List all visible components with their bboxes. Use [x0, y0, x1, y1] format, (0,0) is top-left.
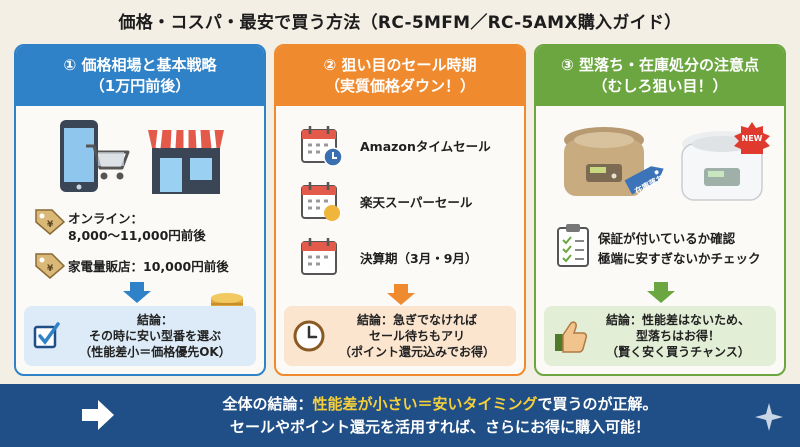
outlet-panel-header: ③ 型落ち・在庫処分の注意点 （むしろ狙い目！）	[536, 46, 784, 106]
new-badge-icon: NEW	[734, 122, 770, 154]
clearance-tag-icon: 在庫落ち	[624, 166, 666, 196]
arrow-right-icon	[82, 400, 114, 430]
online-price: 8,000〜11,000円前後	[68, 228, 206, 243]
clock-icon	[293, 320, 325, 352]
price-header-line2: （1万円前後）	[89, 77, 191, 95]
calendar-icon	[301, 238, 337, 275]
storefront-icon	[148, 129, 224, 194]
rice-cooker-icon	[564, 127, 644, 196]
overall-conclusion-line1: 全体の結論：性能差が小さい＝安いタイミングで買うのが正解。	[222, 393, 657, 416]
price-conclusion-line3: （性能差小＝価格優先OK）	[79, 345, 231, 359]
online-label: オンライン：	[68, 211, 144, 226]
outlet-conclusion-line3: （賢く安く買うチャンス）	[606, 345, 750, 359]
sale-item-fiscal: 決算期（3月・9月）	[300, 236, 477, 280]
outlet-conclusion-line1: 結論：性能差はないため、	[605, 313, 750, 327]
checkbox-icon	[33, 322, 60, 349]
outlet-conclusion: 結論：性能差はないため、 型落ちはお得！ （賢く安く買うチャンス）	[544, 306, 776, 366]
svg-text:¥: ¥	[47, 264, 54, 274]
check-too-cheap: 極端に安すぎないかチェック	[598, 251, 761, 266]
calendar-icon	[301, 182, 340, 221]
store-price: 家電量販店：10,000円前後	[68, 259, 229, 274]
sale-item-label: 楽天スーパーセール	[360, 194, 473, 210]
sale-item-rakuten: 楽天スーパーセール	[300, 180, 472, 224]
price-panel: ① 価格相場と基本戦略 （1万円前後） ¥ オンライン： 8,000〜11,00…	[14, 44, 266, 376]
overall-suffix: で買うのが正解。	[537, 394, 658, 413]
outlet-conclusion-line2: 型落ちはお得！	[635, 329, 720, 343]
price-conclusion-line1: 結論：	[136, 313, 173, 327]
overall-highlight: 性能差が小さい＝安いタイミング	[312, 394, 538, 413]
price-conclusion: 結論： その時に安い型番を選ぶ （性能差小＝価格優先OK）	[24, 306, 256, 366]
sale-conclusion-line1: 結論：急ぎでなければ	[356, 313, 477, 327]
page-title: 価格・コスパ・最安で買う方法（RC-5MFM／RC-5AMX購入ガイド）	[118, 13, 682, 33]
outlet-panel: ③ 型落ち・在庫処分の注意点 （むしろ狙い目！） 在庫落ち NEW 保証が付いて…	[534, 44, 786, 376]
sale-header-line2: （実質価格ダウン！）	[324, 77, 475, 95]
new-badge-label: NEW	[742, 134, 763, 143]
sale-conclusion-line2: セール待ちもアリ	[368, 329, 465, 343]
price-tag-icon: ¥	[35, 209, 66, 235]
price-header-line1: ① 価格相場と基本戦略	[63, 56, 217, 74]
overall-prefix: 全体の結論：	[222, 394, 313, 413]
smartphone-cart-icon	[60, 120, 130, 192]
overall-conclusion-bar: 全体の結論：性能差が小さい＝安いタイミングで買うのが正解。 セールやポイント還元…	[0, 384, 800, 447]
overall-conclusion-line2: セールやポイント還元を活用すれば、さらにお得に購入可能！	[229, 417, 650, 436]
sale-item-amazon: Amazonタイムセール	[300, 124, 491, 168]
calendar-clock-icon	[301, 126, 343, 167]
sale-item-label: 決算期（3月・9月）	[360, 250, 478, 266]
sparkle-icon	[755, 403, 783, 431]
sale-conclusion: 結論：急ぎでなければ セール待ちもアリ （ポイント還元込みでお得）	[284, 306, 516, 366]
outlet-header-line1: ③ 型落ち・在庫処分の注意点	[561, 56, 759, 74]
price-tag-icon: ¥	[35, 253, 66, 279]
down-arrow-icon	[123, 282, 151, 303]
price-panel-header: ① 価格相場と基本戦略 （1万円前後）	[16, 46, 264, 106]
outlet-header-line2: （むしろ狙い目！）	[592, 77, 728, 95]
down-arrow-icon	[387, 284, 415, 305]
check-warranty: 保証が付いているか確認	[598, 231, 736, 246]
sale-panel-header: ② 狙い目のセール時期 （実質価格ダウン！）	[276, 46, 524, 106]
thumbs-up-icon	[555, 321, 588, 353]
sale-item-label: Amazonタイムセール	[360, 138, 491, 154]
price-conclusion-line2: その時に安い型番を選ぶ	[88, 329, 221, 343]
svg-text:¥: ¥	[47, 220, 54, 230]
clipboard-checklist-icon	[557, 224, 589, 267]
sale-header-line1: ② 狙い目のセール時期	[323, 56, 477, 74]
sale-panel: ② 狙い目のセール時期 （実質価格ダウン！） Amazonタイムセール 楽天スー…	[274, 44, 526, 376]
sale-conclusion-line3: （ポイント還元込みでお得）	[338, 345, 495, 359]
down-arrow-icon	[647, 282, 675, 303]
